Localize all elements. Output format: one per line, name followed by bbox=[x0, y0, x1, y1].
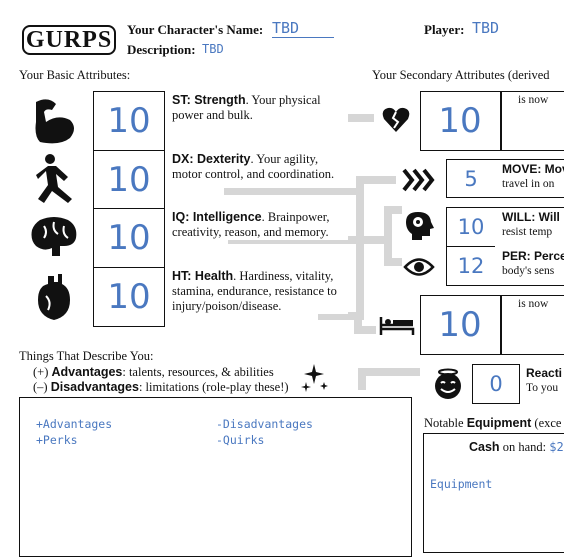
advantages-description: (+) Advantages: talents, resources, & ab… bbox=[33, 365, 274, 380]
connector-fp bbox=[354, 326, 376, 334]
dexterity-figure-icon bbox=[34, 153, 78, 209]
st-description: ST: Strength. Your physical power and bu… bbox=[172, 93, 348, 123]
adv-label: Advantages bbox=[51, 365, 123, 379]
fp-divider bbox=[500, 295, 502, 355]
connector-ht-down bbox=[354, 312, 362, 332]
disadv-label: Disadvantages bbox=[50, 380, 139, 394]
dx-value-box[interactable]: 10 bbox=[93, 150, 165, 209]
basic-attributes-heading: Your Basic Attributes: bbox=[19, 68, 131, 82]
hp-is-now-label: is now bbox=[518, 94, 549, 106]
connector-vertical-left bbox=[356, 176, 364, 316]
ht-name: HT: Health bbox=[172, 269, 234, 283]
move-desc: travel in on bbox=[502, 178, 555, 190]
ht-value-box[interactable]: 10 bbox=[93, 267, 165, 327]
connector-dx bbox=[224, 188, 358, 195]
player-field[interactable]: TBD bbox=[472, 19, 500, 37]
disadvantages-description: (–) Disadvantages: limitations (role-pla… bbox=[33, 380, 289, 395]
iq-text: . Brainpower, creativity, reason, and me… bbox=[172, 210, 330, 239]
cash-suffix: on hand: bbox=[499, 440, 550, 454]
equipment-heading-prefix: Notable bbox=[424, 416, 467, 430]
adv-prefix: (+) bbox=[33, 365, 52, 379]
cash-label: Cash bbox=[469, 440, 500, 454]
per-desc: body's sens bbox=[502, 265, 555, 277]
move-value-box[interactable]: 5 bbox=[446, 159, 496, 198]
connector-per bbox=[384, 258, 402, 266]
perception-eye-icon bbox=[403, 256, 435, 282]
gurps-logo: GURPS bbox=[22, 25, 116, 55]
equipment-field[interactable]: Equipment bbox=[430, 477, 493, 491]
ht-description: HT: Health. Hardiness, vitality, stamina… bbox=[172, 269, 348, 314]
cash-row: Cash on hand: $2 bbox=[469, 440, 564, 455]
equipment-heading: Notable Equipment (exce bbox=[424, 416, 561, 431]
adv-desc: : talents, resources, & abilities bbox=[122, 365, 274, 379]
character-name-field[interactable]: TBD bbox=[272, 19, 334, 38]
will-desc: resist temp bbox=[502, 226, 553, 238]
sparkles-icon bbox=[300, 362, 330, 398]
connector-reaction bbox=[358, 368, 420, 376]
disadv-prefix: (–) bbox=[33, 380, 51, 394]
iq-description: IQ: Intelligence. Brainpower, creativity… bbox=[172, 210, 348, 240]
quirks-field[interactable]: -Quirks bbox=[216, 433, 265, 447]
bed-fatigue-icon bbox=[379, 315, 415, 341]
perks-field[interactable]: +Perks bbox=[36, 433, 78, 447]
iq-value-box[interactable]: 10 bbox=[93, 208, 165, 268]
halo-smile-icon bbox=[432, 368, 464, 404]
equipment-heading-suffix: (exce bbox=[531, 416, 562, 430]
fp-is-now-label: is now bbox=[518, 298, 549, 310]
iq-name: IQ: Intelligence bbox=[172, 210, 262, 224]
traits-heading: Things That Describe You: bbox=[19, 349, 154, 363]
hp-divider bbox=[500, 91, 502, 151]
reaction-name: Reacti bbox=[526, 366, 563, 380]
will-per-desc-box bbox=[495, 207, 564, 286]
character-name-underline bbox=[272, 37, 334, 38]
move-desc-box bbox=[495, 159, 564, 198]
per-value-box[interactable]: 12 bbox=[446, 246, 496, 286]
st-value-box[interactable]: 10 bbox=[93, 91, 165, 151]
heart-organ-icon bbox=[34, 272, 74, 326]
cash-value[interactable]: $2 bbox=[549, 440, 564, 454]
strength-arm-icon bbox=[30, 96, 78, 150]
secondary-attributes-heading: Your Secondary Attributes (derived bbox=[372, 68, 550, 82]
disadvantages-field[interactable]: -Disadvantages bbox=[216, 417, 313, 431]
description-label: Description: bbox=[127, 42, 196, 57]
fp-value[interactable]: 10 bbox=[438, 305, 482, 345]
dx-description: DX: Dexterity. Your agility, motor contr… bbox=[172, 152, 344, 182]
st-text: . Your physical power and bulk. bbox=[172, 93, 321, 122]
hp-value[interactable]: 10 bbox=[438, 101, 482, 141]
character-name-label: Your Character's Name: bbox=[127, 22, 264, 37]
dx-text: . Your agility, motor control, and coord… bbox=[172, 152, 335, 181]
fp-box bbox=[420, 295, 564, 355]
ht-text: . Hardiness, vitality, stamina, enduranc… bbox=[172, 269, 337, 313]
will-head-gear-icon bbox=[404, 210, 434, 246]
will-name: WILL: Will bbox=[502, 210, 560, 224]
disadv-desc: : limitations (role-play these!) bbox=[138, 380, 289, 394]
broken-heart-icon bbox=[382, 106, 410, 138]
brain-icon bbox=[30, 216, 78, 264]
advantages-field[interactable]: +Advantages bbox=[36, 417, 113, 431]
connector-ht bbox=[318, 312, 364, 320]
move-name: MOVE: Mov bbox=[502, 162, 564, 176]
equipment-box[interactable] bbox=[423, 433, 564, 553]
connector-move bbox=[356, 176, 396, 184]
per-name: PER: Percep bbox=[502, 249, 564, 263]
hp-box bbox=[420, 91, 564, 151]
equipment-heading-bold: Equipment bbox=[466, 416, 532, 430]
description-field[interactable]: TBD bbox=[202, 42, 224, 56]
connector-will bbox=[384, 206, 402, 214]
st-name: ST: Strength bbox=[172, 93, 246, 107]
connector-iq bbox=[228, 236, 388, 244]
connector-vertical-iq bbox=[384, 206, 392, 266]
reaction-value-box[interactable]: 0 bbox=[472, 364, 520, 404]
player-label: Player: bbox=[424, 22, 465, 37]
dx-name: DX: Dexterity bbox=[172, 152, 251, 166]
connector-reaction-vertical bbox=[358, 368, 366, 390]
will-value-box[interactable]: 10 bbox=[446, 207, 496, 247]
reaction-desc: To you bbox=[526, 382, 559, 394]
move-chevrons-icon bbox=[402, 168, 436, 196]
